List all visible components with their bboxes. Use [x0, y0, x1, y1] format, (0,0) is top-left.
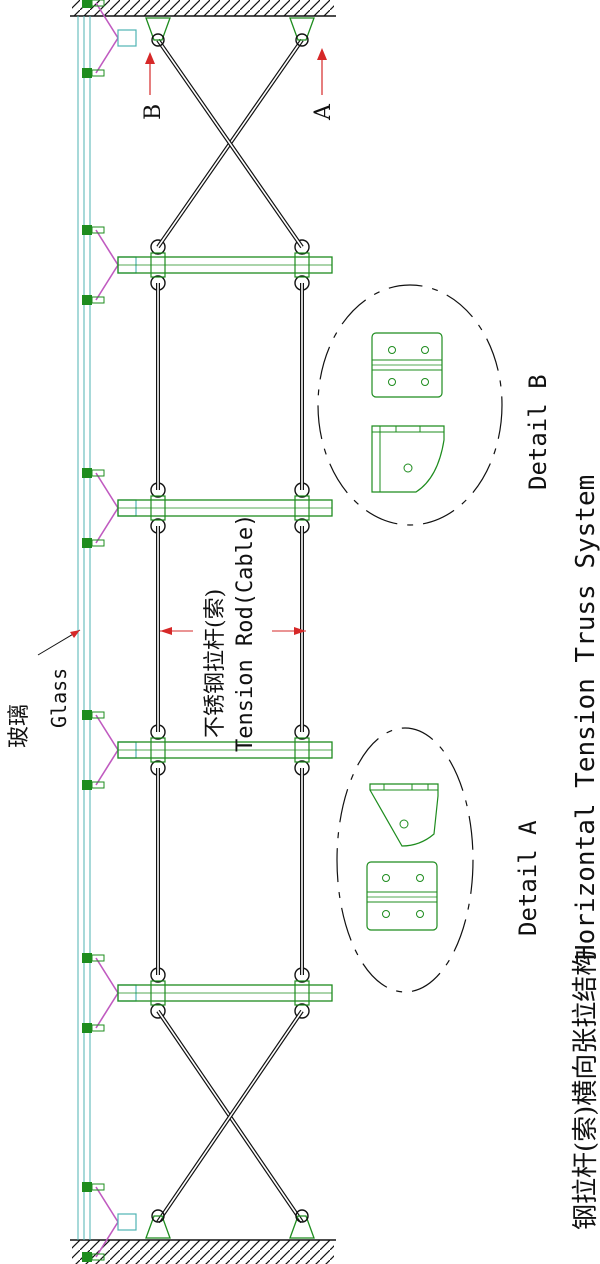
glass-clamp [82, 780, 92, 790]
glass-panel [77, 16, 91, 1240]
glass-clamp [82, 225, 92, 235]
wall-anchor [289, 17, 315, 47]
anchor-pin [151, 1209, 165, 1223]
tension-rod-label-en: Tension Rod(Cable) [233, 514, 258, 752]
detail-b-label: Detail B [524, 374, 552, 490]
transverse-strut [117, 239, 333, 291]
spider-fitting [82, 0, 137, 78]
detail-a-view [336, 727, 474, 993]
rod-node [294, 239, 310, 255]
spider-body [117, 1213, 137, 1231]
wall-anchor [289, 1209, 315, 1239]
anchor-pin [295, 1209, 309, 1223]
marker-b-arrow [145, 52, 155, 95]
detail-a-label: Detail A [514, 820, 542, 936]
glass-clamp [82, 1023, 92, 1033]
glass-clamp [82, 468, 92, 478]
glass-leader [37, 629, 81, 656]
title-cn: 钢拉杆(索)横向张拉结构 [571, 950, 600, 1230]
top-wall [70, 0, 336, 17]
glass-clamp [82, 68, 92, 78]
glass-label-cn: 玻璃 [7, 704, 32, 748]
glass-clamp [82, 538, 92, 548]
detail-b-view [317, 284, 503, 526]
title-en: Horizontal Tension Truss System [571, 475, 600, 960]
spider-body [117, 29, 137, 47]
glass-clamp [82, 0, 92, 8]
marker-b-label: B [141, 104, 166, 120]
wall-anchor [145, 1209, 171, 1239]
glass-clamp [82, 710, 92, 720]
rod-node [150, 239, 166, 255]
glass-clamp [82, 1252, 92, 1262]
glass-label-en: Glass [47, 668, 71, 728]
tension-rod-arrows [160, 627, 306, 635]
transverse-strut [117, 967, 333, 1019]
tension-rods [156, 38, 304, 1224]
wall-anchor [145, 17, 171, 47]
tension-rod-label-cn: 不锈钢拉杆(索) [203, 589, 228, 738]
marker-a-arrow [317, 48, 327, 95]
glass-clamp [82, 295, 92, 305]
spider-fitting [82, 1182, 137, 1262]
rod-node [150, 1003, 166, 1019]
anchor-pin [295, 33, 309, 47]
wall-anchors [145, 17, 315, 1239]
rod-node [294, 1003, 310, 1019]
bottom-wall [70, 1239, 336, 1264]
transverse-strut [117, 482, 333, 534]
glass-clamp [82, 1182, 92, 1192]
anchor-pin [151, 33, 165, 47]
transverse-struts [117, 239, 333, 1019]
marker-a-label: A [311, 103, 336, 121]
glass-clamp [82, 953, 92, 963]
